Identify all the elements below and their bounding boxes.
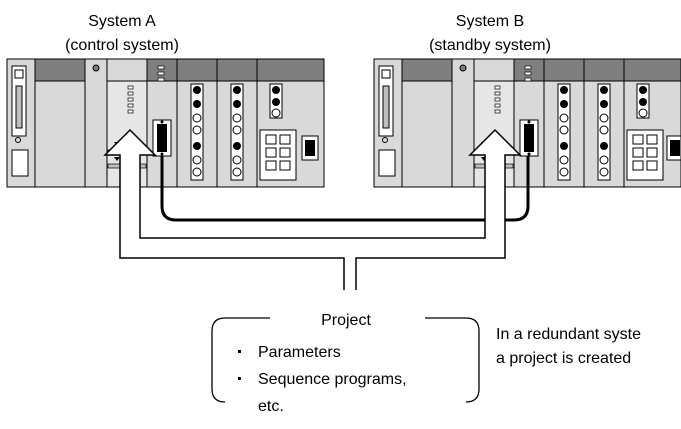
cpu-slot [84, 58, 108, 188]
project-title: Project [321, 312, 371, 329]
tracking-cable [160, 156, 530, 222]
system-b-name: System B [456, 13, 524, 30]
bullet-marker [238, 350, 241, 353]
project-box-right-bracket [425, 317, 480, 403]
cpu-slot [451, 58, 475, 188]
bullet-parameters: Parameters [258, 344, 341, 361]
plc-rack-system-a [6, 58, 325, 188]
side-note-line-1: In a redundant syste [496, 326, 641, 343]
side-note-line-2: a project is created [496, 350, 631, 367]
bullet-sequence-programs: Sequence programs, [258, 371, 407, 388]
project-distribution-arrow [103, 128, 522, 290]
system-b-role: (standby system) [429, 37, 551, 54]
project-box-left-bracket [211, 317, 270, 403]
system-a-name: System A [88, 13, 156, 30]
system-a-role: (control system) [65, 37, 179, 54]
bullet-continuation: etc. [258, 398, 284, 415]
plc-rack-system-b [373, 58, 681, 188]
bullet-marker [238, 377, 241, 380]
